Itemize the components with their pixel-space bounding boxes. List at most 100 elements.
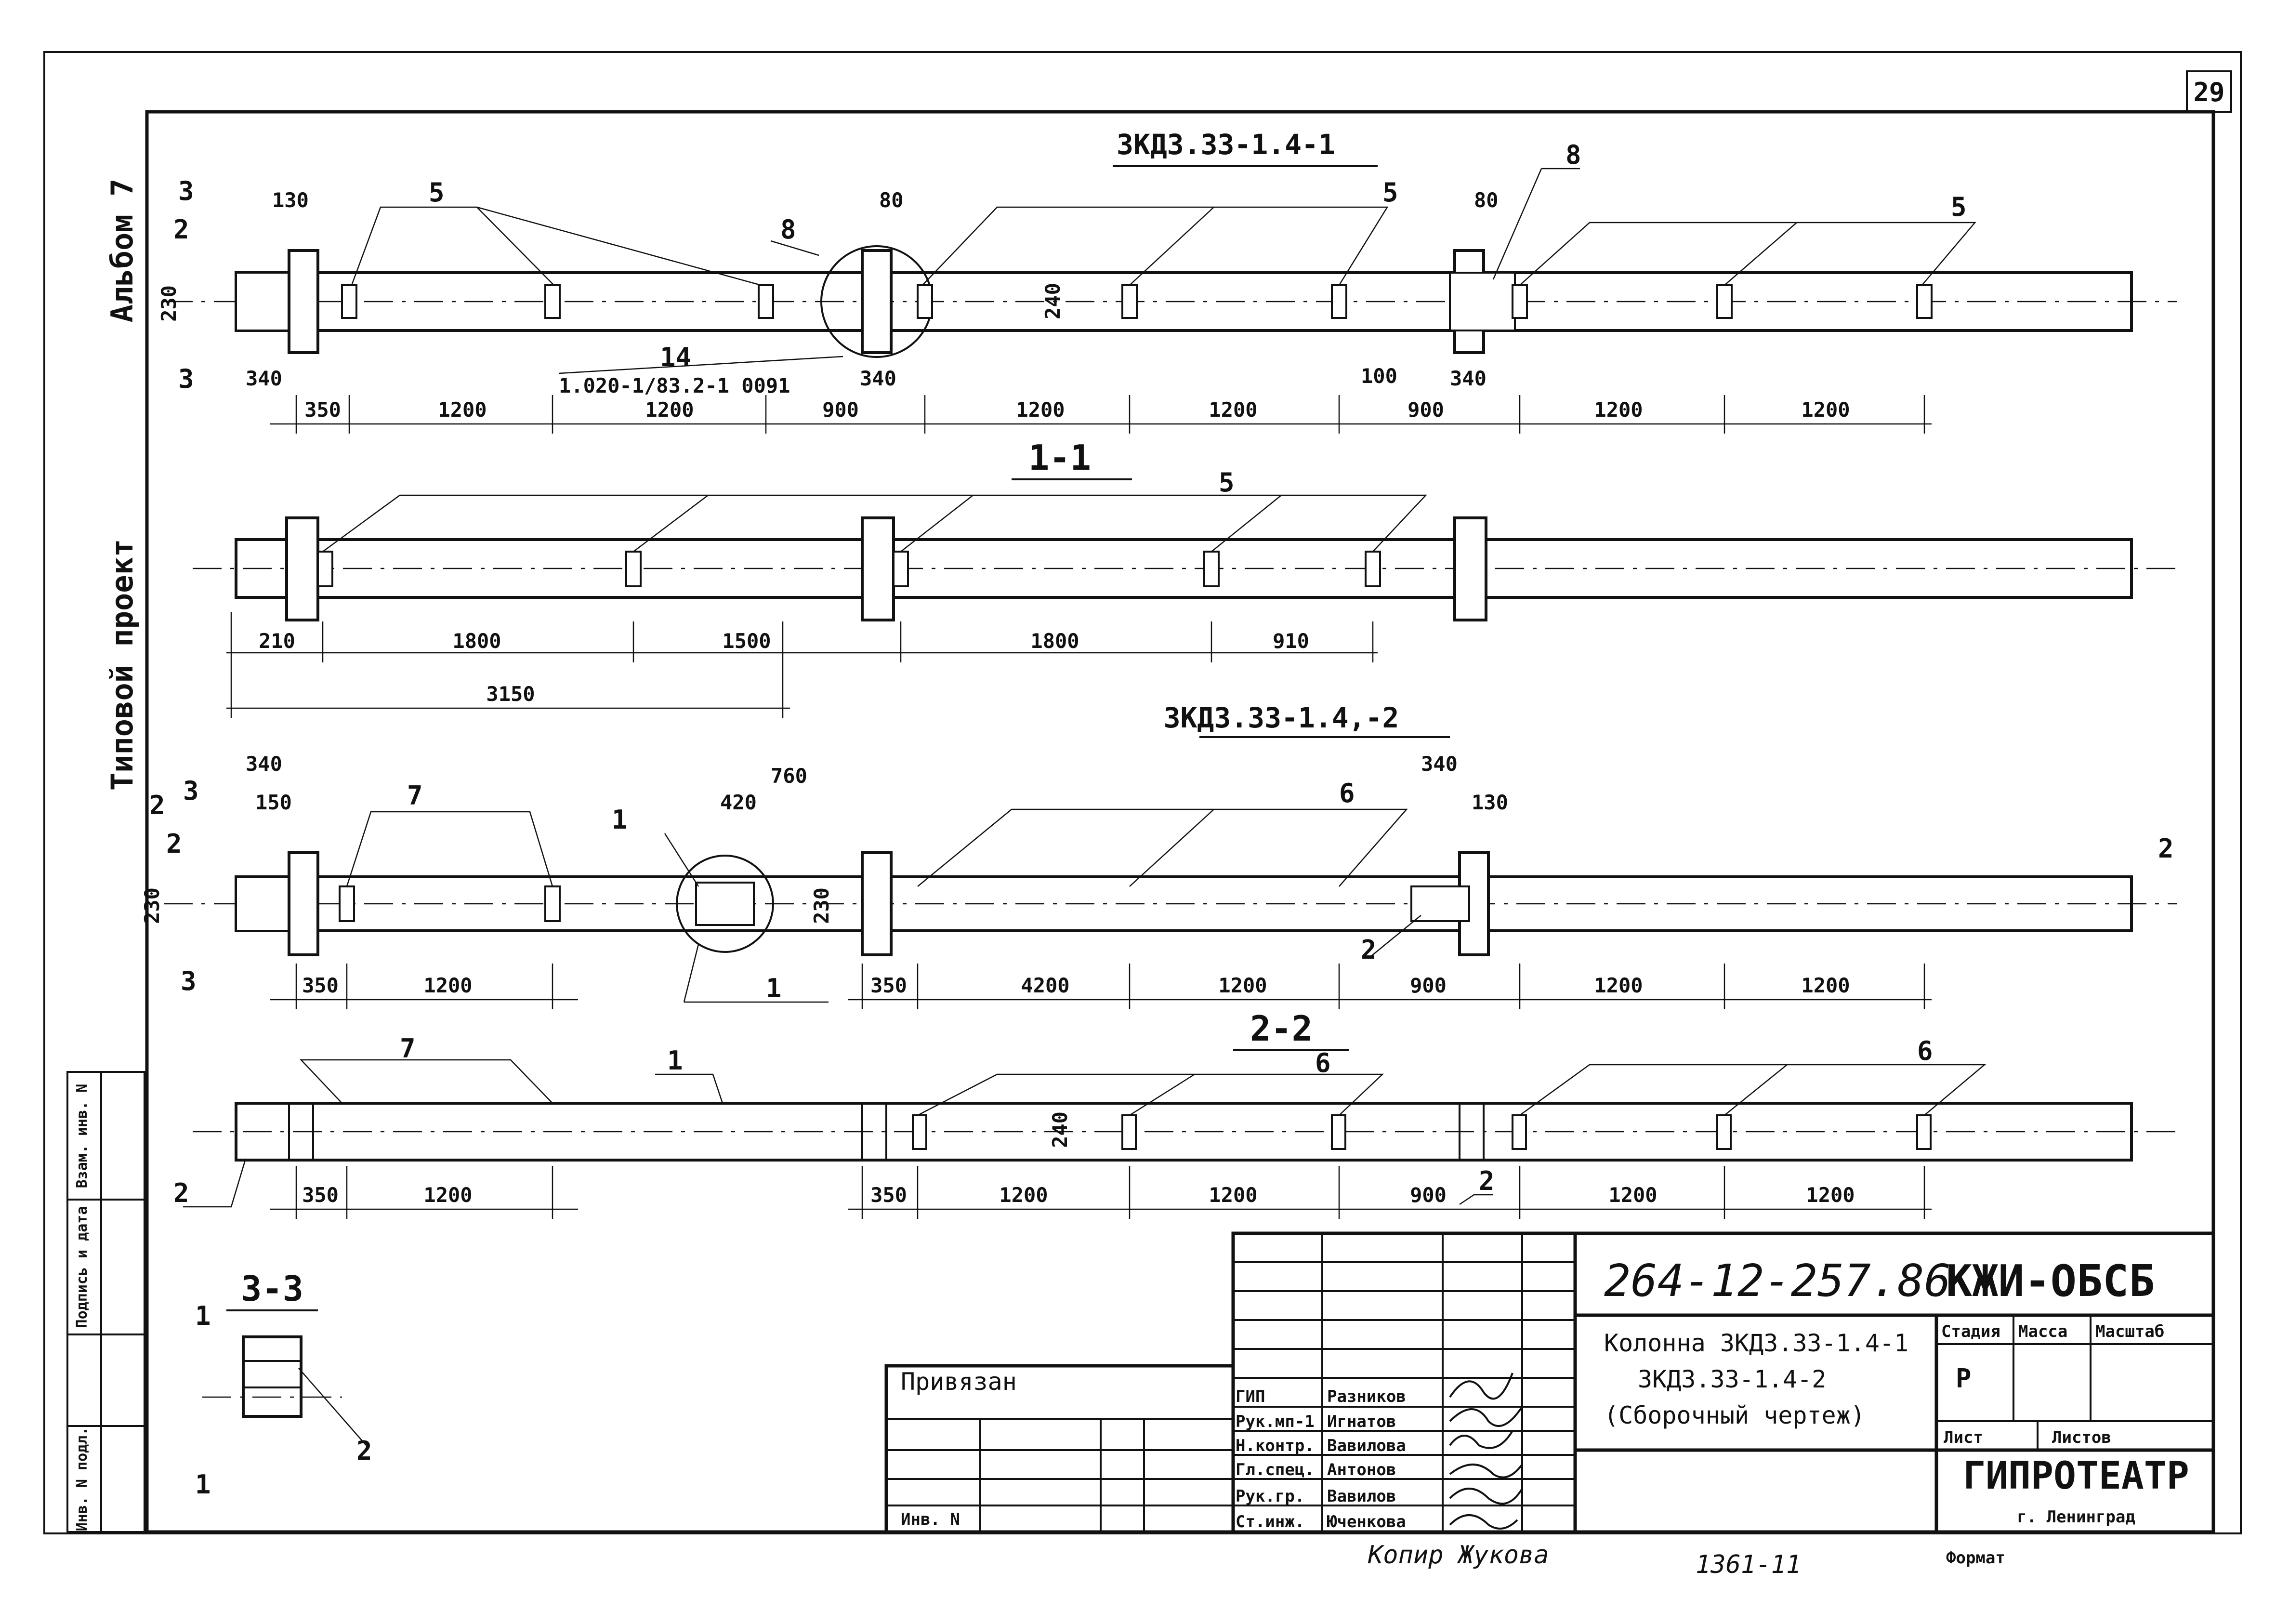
v1-dim-350: 350 <box>304 398 341 422</box>
v3-callout-1b: 1 <box>766 973 782 1003</box>
v4-dim-1200e: 1200 <box>1806 1183 1855 1207</box>
v2-dim-3150: 3150 <box>486 682 535 706</box>
v3-dim-1200c: 1200 <box>1594 974 1643 997</box>
v2-callout-5: 5 <box>1219 467 1235 498</box>
doc-code: 264-12-257.86 <box>1604 1255 1951 1307</box>
v3-dim-1200d: 1200 <box>1801 974 1850 997</box>
mass-header: Масса <box>2018 1322 2067 1341</box>
section-mark-3-bottom: 3 <box>178 364 194 394</box>
v3-dim-130: 130 <box>1472 791 1508 814</box>
v1-dim-1200c: 1200 <box>1016 398 1065 422</box>
project-label: Типовой проект <box>105 539 140 791</box>
title-block: Привязан Инв. N ГИП Рук.мп-1 Н.контр. Гл… <box>884 1231 2215 1534</box>
doc-mark: КЖИ-ОБСБ <box>1946 1256 2155 1307</box>
view-4: 2-2 7 1 6 6 2 2 240 <box>173 1008 2177 1219</box>
name-line-2: 3КД3.33-1.4-2 <box>1638 1365 1826 1393</box>
stage-header: Стадия <box>1941 1322 2000 1341</box>
v4-callout-6b: 6 <box>1917 1036 1933 1066</box>
v4-dim-240: 240 <box>1048 1111 1072 1148</box>
v1-dim-1200a: 1200 <box>438 398 487 422</box>
callout-5b: 5 <box>1382 177 1398 208</box>
name-5: Вавилов <box>1327 1487 1396 1506</box>
bound-label: Привязан <box>901 1368 1017 1396</box>
footer-copier: Копир Жукова <box>1368 1541 1549 1570</box>
reference-note: 1.020-1/83.2-1 0091 <box>559 374 790 397</box>
v3-section-3-bottom: 3 <box>181 966 197 996</box>
dim-340a: 340 <box>246 367 282 390</box>
v2-dim-210: 210 <box>259 629 295 653</box>
stamp-replace-inv: Взам. инв. N <box>74 1084 91 1188</box>
name-3: Вавилова <box>1327 1436 1406 1455</box>
org-city: г. Ленинград <box>2017 1507 2135 1527</box>
v1-dim-900b: 900 <box>1408 398 1444 422</box>
v4-callout-1: 1 <box>667 1045 683 1076</box>
sheet-number: 29 <box>2193 77 2224 107</box>
name-line-3: (Сборочный чертеж) <box>1604 1401 1865 1429</box>
v4-dim-1200a: 1200 <box>423 1183 472 1207</box>
stamp-sign-date: Подпись и дата <box>74 1206 91 1328</box>
role-norm: Н.контр. <box>1236 1436 1315 1455</box>
v3-dim-150: 150 <box>255 791 292 814</box>
view-3-title: 3КД3.33-1.4,-2 <box>1164 701 1399 734</box>
callout-2: 2 <box>173 214 189 245</box>
section-1-1-title: 1-1 <box>1028 437 1091 478</box>
v4-dim-1200b: 1200 <box>999 1183 1048 1207</box>
v5-section-1-top: 1 <box>195 1301 211 1331</box>
v3-callout-2: 2 <box>1361 935 1377 965</box>
dim-130: 130 <box>272 188 309 212</box>
signatures <box>1449 1373 1523 1530</box>
v3-dim-230b: 230 <box>810 887 833 924</box>
v2-dim-1500: 1500 <box>722 629 771 653</box>
org-name: ГИПРОТЕАТР <box>1963 1454 2189 1498</box>
stage-value: Р <box>1956 1363 1972 1394</box>
name-4: Антонов <box>1327 1460 1396 1479</box>
view-1-title: 3КД3.33-1.4-1 <box>1117 128 1335 161</box>
view-2: 1-1 5 210 1800 1500 1800 910 <box>193 437 2177 718</box>
v3-dim-340a: 340 <box>246 752 282 776</box>
dim-340c: 340 <box>1450 367 1487 390</box>
v3-callout-2-left: 2 <box>149 790 165 820</box>
callout-5c: 5 <box>1951 192 1967 222</box>
v4-dim-350a: 350 <box>302 1183 339 1207</box>
v4-callout-6a: 6 <box>1315 1048 1331 1078</box>
name-6: Юченкова <box>1327 1512 1406 1532</box>
name-line-1: Колонна 3КД3.33-1.4-1 <box>1604 1329 1908 1357</box>
dim-80b: 80 <box>1474 188 1499 212</box>
section-2-2-title: 2-2 <box>1250 1008 1313 1049</box>
v4-callout-2a: 2 <box>173 1178 189 1208</box>
role-chief-spec: Гл.спец. <box>1236 1460 1315 1479</box>
v3-callout-7: 7 <box>407 780 423 811</box>
dim-230: 230 <box>157 285 181 322</box>
sheet-number-box <box>2186 70 2232 113</box>
v2-dim-910: 910 <box>1273 629 1309 653</box>
dim-240: 240 <box>1041 283 1065 319</box>
side-stamp: Взам. инв. N Подпись и дата Инв. N подл. <box>66 1071 145 1533</box>
dim-100: 100 <box>1361 364 1397 388</box>
v1-dim-900a: 900 <box>822 398 859 422</box>
callout-8a: 8 <box>780 214 796 245</box>
view-3: 3КД3.33-1.4,-2 7 1 1 6 2 2 2 3 2 3 340 1… <box>140 701 2177 1009</box>
footer-number: 1361-11 <box>1696 1550 1801 1579</box>
embedded-plates-view-1 <box>341 284 1933 319</box>
sheets-header: Листов <box>2052 1428 2111 1447</box>
v5-section-1-bottom: 1 <box>195 1469 211 1500</box>
inv-label: Инв. N <box>901 1510 960 1529</box>
role-group: Рук.гр. <box>1236 1487 1304 1506</box>
v3-dim-1200a: 1200 <box>423 974 472 997</box>
v3-section-2-left: 2 <box>166 829 182 859</box>
v4-dim-900: 900 <box>1410 1183 1447 1207</box>
v3-dim-900: 900 <box>1410 974 1447 997</box>
role-engineer: Ст.инж. <box>1236 1512 1304 1532</box>
callout-5a: 5 <box>429 177 445 208</box>
callout-14: 14 <box>660 342 691 372</box>
v4-dim-350b: 350 <box>870 1183 907 1207</box>
v4-callout-2b: 2 <box>1479 1166 1495 1196</box>
v4-dim-1200c: 1200 <box>1209 1183 1257 1207</box>
callout-8b: 8 <box>1566 140 1581 170</box>
footer-format: Формат <box>1946 1548 2005 1568</box>
role-head: Рук.мп-1 <box>1236 1412 1315 1431</box>
v3-dim-1200b: 1200 <box>1218 974 1267 997</box>
stamp-inv-orig: Инв. N подл. <box>74 1427 91 1532</box>
